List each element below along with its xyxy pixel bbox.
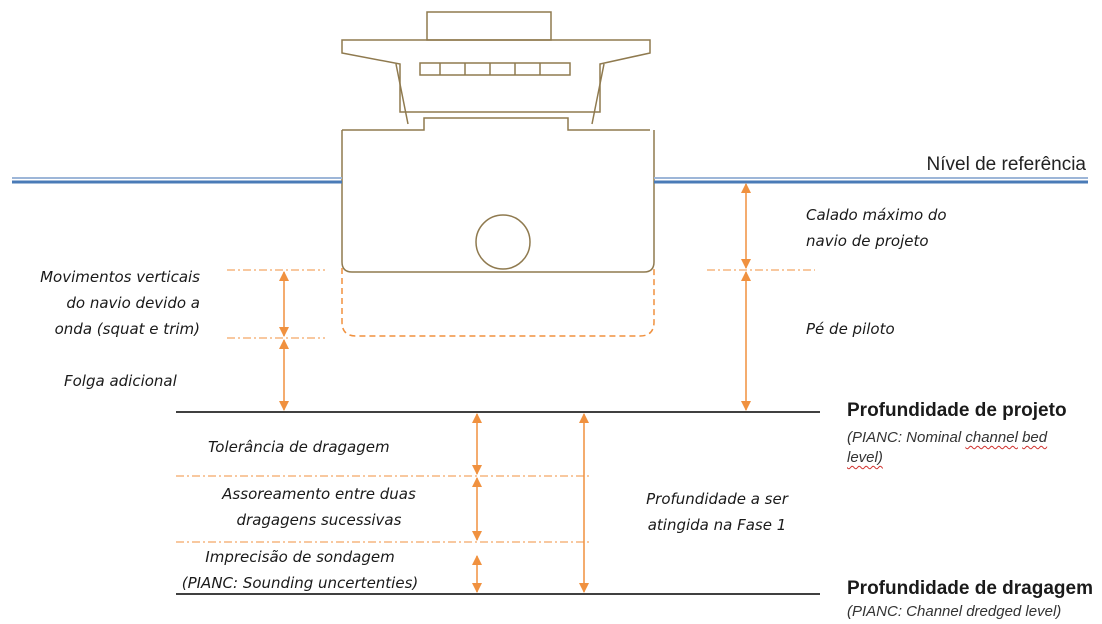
movimentos-label-line3: onda (squat e trim): [54, 320, 200, 338]
projeto-sub-part1: (PIANC: Nominal: [847, 429, 962, 446]
imprecisao-label: Imprecisão de sondagem (PIANC: Sounding …: [150, 544, 450, 596]
vessel-deckhouse: [342, 117, 650, 131]
vessel: [341, 11, 655, 273]
squat-envelope: [341, 268, 655, 337]
dimension-arrows: [279, 183, 751, 593]
projeto-sub-line2: level): [847, 449, 883, 466]
vessel-bridge-wings: [395, 63, 605, 125]
tolerancia-label: Tolerância de dragagem: [208, 438, 390, 456]
assoreamento-label: Assoreamento entre duas dragagens sucess…: [186, 481, 452, 533]
calado-label-line1: Calado máximo do: [806, 206, 947, 224]
imprecisao-label-line2: (PIANC: Sounding uncertenties): [181, 574, 419, 592]
dragagem-depth-title: Profundidade de dragagem: [847, 578, 1093, 599]
assoreamento-label-line2: dragagens sucessivas: [236, 511, 402, 529]
imprecisao-label-line1: Imprecisão de sondagem: [205, 548, 395, 566]
calado-label-line2: navio de projeto: [806, 232, 929, 250]
vessel-propeller: [475, 214, 531, 270]
reference-level-label: Nível de referência: [926, 154, 1086, 175]
folga-label: Folga adicional: [64, 372, 177, 390]
vessel-windows: [419, 62, 571, 76]
projeto-depth-subtitle: (PIANC: Nominal channel bed level): [847, 428, 1097, 468]
projeto-depth-title: Profundidade de projeto: [847, 400, 1067, 421]
dragagem-depth-subtitle: (PIANC: Channel dredged level): [847, 603, 1062, 620]
dashdot-lines: [176, 269, 815, 543]
projeto-sub-part3: bed: [1022, 429, 1048, 446]
vessel-bridge-top: [426, 11, 552, 41]
waterline: [12, 177, 1088, 184]
pe-piloto-label: Pé de piloto: [806, 320, 895, 338]
projeto-sub-part2: channel: [965, 429, 1018, 446]
projeto-sub-line1: (PIANC: Nominal channel bed: [847, 428, 1097, 448]
fase1-label-line1: Profundidade a ser: [646, 490, 788, 508]
movimentos-label-line1: Movimentos verticais: [40, 268, 200, 286]
movimentos-label-line2: do navio devido a: [66, 294, 200, 312]
fase1-label: Profundidade a ser atingida na Fase 1: [612, 486, 822, 538]
vessel-superstructure: [341, 39, 651, 113]
calado-label: Calado máximo do navio de projeto: [806, 202, 947, 254]
fase1-label-line2: atingida na Fase 1: [647, 516, 787, 534]
vessel-hull: [341, 130, 655, 273]
assoreamento-label-line1: Assoreamento entre duas: [222, 485, 416, 503]
movimentos-label: Movimentos verticais do navio devido a o…: [0, 264, 200, 342]
